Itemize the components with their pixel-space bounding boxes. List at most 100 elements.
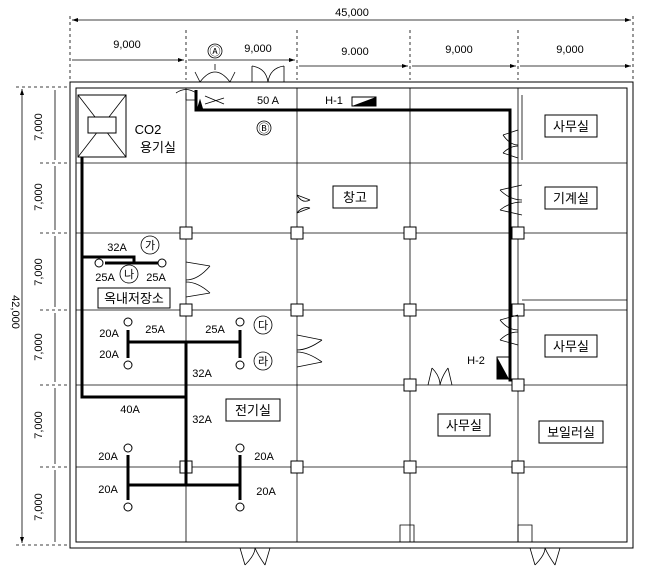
- marker-da-circle: [253, 315, 273, 335]
- outer-wall: [69, 81, 634, 549]
- span-height-label: 7,000: [33, 113, 45, 141]
- indoor-storage-label-box: [97, 287, 171, 309]
- nozzles: [94, 258, 245, 512]
- valve-line: [204, 97, 225, 105]
- pipe-label-20a: 20A: [254, 451, 274, 463]
- marker-a: Ⓐ: [210, 45, 221, 58]
- h2-fill: [497, 357, 509, 379]
- door-bottom-left: [239, 547, 271, 566]
- room-labels: 창고 사무실 기계실 사무실 사무실 보일러실 옥내저장소 전기실 CO2 용기…: [97, 114, 604, 444]
- electrical-room-label: 전기실: [235, 403, 271, 418]
- co2-tank-center: [87, 116, 117, 134]
- marker-b-circle: [256, 120, 272, 136]
- column: [403, 378, 417, 392]
- door-office-low: [427, 367, 453, 386]
- head-tick: [194, 71, 201, 83]
- pipe-lower-branch: [126, 455, 242, 500]
- pipe-label-32a: 32A: [192, 368, 212, 380]
- arrowhead: [402, 64, 408, 68]
- pipe-label-25a: 25A: [95, 272, 115, 284]
- co2-room-label-line1: CO2: [135, 122, 162, 137]
- nozzle: [235, 502, 245, 512]
- marker-b: Ⓑ: [259, 122, 270, 135]
- machine-room-label: 기계실: [553, 191, 589, 206]
- pipe-label-25a: 25A: [205, 324, 225, 336]
- h1-label: H-1: [325, 95, 343, 107]
- door-bottom-right: [529, 547, 561, 566]
- door-electrical: [296, 334, 323, 368]
- nozzle: [94, 258, 104, 268]
- co2-room-label-line2: 용기실: [140, 140, 176, 155]
- marker-na: 나: [124, 268, 134, 281]
- circled-markers: Ⓐ Ⓑ 가 나 다 라: [119, 43, 273, 371]
- pipe-label-32a: 32A: [192, 414, 212, 426]
- column: [511, 303, 525, 317]
- arrowhead: [178, 58, 184, 62]
- h2-device: [496, 356, 510, 380]
- marker-na-circle: [119, 264, 139, 284]
- arrowhead: [20, 89, 24, 95]
- office-label-box: [437, 413, 491, 437]
- arrowhead: [196, 98, 204, 111]
- column: [179, 226, 193, 240]
- electrical-room-label-box: [225, 398, 281, 422]
- valve-symbol: [196, 95, 225, 111]
- span-width-label: 9,000: [113, 39, 141, 51]
- column: [403, 303, 417, 317]
- span-height-label: 7,000: [33, 333, 45, 361]
- building-walls: [69, 81, 634, 549]
- span-width-label: 9,000: [244, 43, 272, 55]
- co2-tank-symbol: [77, 94, 127, 158]
- office-label-box: [544, 114, 598, 138]
- office-label-box: [544, 334, 598, 358]
- pipe-label-40a: 40A: [120, 404, 140, 416]
- column: [290, 460, 304, 474]
- arrowhead: [625, 64, 631, 68]
- main-pipe-50a: [194, 90, 512, 382]
- pipe-40a: [80, 157, 188, 485]
- column: [290, 303, 304, 317]
- door-top: [251, 65, 285, 83]
- structural-grid: [76, 88, 627, 542]
- pipe-size-labels: 50 A H-1 H-2 32A 25A 25A 20A 25A 25A 20A…: [95, 95, 485, 498]
- wall-niche: [399, 524, 415, 542]
- column: [511, 460, 525, 474]
- column: [511, 378, 525, 392]
- arrowhead: [510, 64, 516, 68]
- marker-ga-circle: [140, 235, 160, 255]
- column: [403, 460, 417, 474]
- nozzle: [235, 360, 245, 370]
- door-storage: [185, 261, 211, 298]
- office-label: 사무실: [553, 119, 589, 134]
- total-height-label: 42,000: [9, 295, 21, 329]
- span-height-label: 7,000: [33, 183, 45, 211]
- span-width-label: 9,000: [445, 44, 473, 56]
- pipe-label-20a: 20A: [98, 451, 118, 463]
- top-dimensions: 45,000 9,000 9,000 9.000 9,000 9,000: [69, 7, 634, 80]
- left-dimensions: 42,000 7,000 7,000 7,000 7,000 7,000 7,0…: [9, 86, 70, 546]
- pipe-storage-32a: [82, 255, 136, 262]
- nozzle: [123, 443, 133, 453]
- pipe-label-25a: 25A: [145, 324, 165, 336]
- wall-niche: [517, 524, 533, 542]
- door-warehouse: [296, 194, 311, 214]
- span-width-label: 9,000: [556, 44, 584, 56]
- columns: [179, 226, 525, 474]
- span-height-label: 7,000: [33, 258, 45, 286]
- valve-line: [204, 95, 225, 105]
- door-top-left: [175, 89, 197, 101]
- head-arc: [199, 71, 231, 83]
- pipe-label-20a: 20A: [99, 328, 119, 340]
- pipe-label-20a: 20A: [98, 484, 118, 496]
- h1-device: [351, 96, 377, 107]
- inner-wall: [75, 87, 628, 543]
- machine-room-label-box: [544, 186, 598, 210]
- pipe-label-50a: 50 A: [257, 95, 280, 107]
- boiler-room-label-box: [538, 420, 604, 444]
- h2-label: H-2: [467, 355, 485, 367]
- office-label: 사무실: [553, 339, 589, 354]
- marker-a-circle: [207, 43, 223, 59]
- span-height-label: 7,000: [33, 493, 45, 521]
- pipe-label-32a: 32A: [107, 242, 127, 254]
- head-symbol-a: [194, 64, 236, 83]
